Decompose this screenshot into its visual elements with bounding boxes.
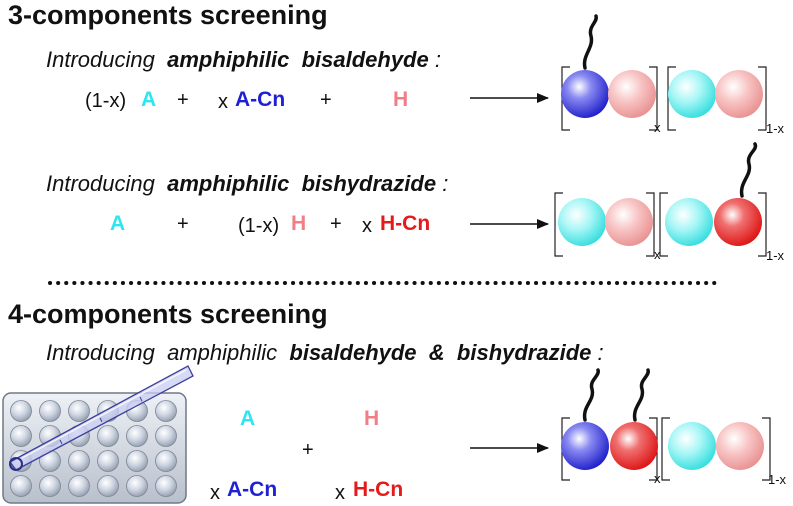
plus-sign: + bbox=[302, 439, 314, 461]
plate-well bbox=[126, 450, 148, 472]
polymer-product-1 bbox=[561, 14, 767, 131]
intro-term: amphiphilic bbox=[167, 171, 290, 196]
intro-prefix: Introducing bbox=[46, 340, 155, 365]
subscript-1-x: 1-x bbox=[768, 472, 787, 487]
plate-well bbox=[126, 475, 148, 497]
intro-term: bisaldehyde bbox=[301, 47, 429, 72]
plate-well bbox=[155, 450, 177, 472]
plate-well bbox=[97, 475, 119, 497]
reagent-A: A bbox=[110, 212, 126, 235]
intro-prefix: Introducing bbox=[46, 47, 155, 72]
plate-well bbox=[155, 425, 177, 447]
polymer-product-2 bbox=[554, 142, 767, 257]
sphere-cyan bbox=[668, 422, 716, 470]
reagent-H: H bbox=[291, 212, 307, 235]
sphere-pink bbox=[715, 70, 763, 118]
sphere-blue bbox=[561, 70, 609, 118]
intro-colon: : bbox=[434, 47, 441, 72]
plate-well bbox=[10, 475, 32, 497]
intro-prefix: Introducing bbox=[46, 171, 155, 196]
sphere-pink bbox=[605, 198, 653, 246]
intro-colon: : bbox=[597, 340, 604, 365]
intro-term: bishydrazide bbox=[456, 340, 592, 365]
intro-ampersand: & bbox=[428, 340, 445, 365]
intro-term: bisaldehyde bbox=[289, 340, 417, 365]
subscript-1-x: 1-x bbox=[766, 248, 785, 263]
heading-3-components: 3-components screening bbox=[8, 0, 328, 30]
intro-colon: : bbox=[442, 171, 449, 196]
plus-sign: + bbox=[177, 89, 189, 111]
plate-well bbox=[39, 475, 61, 497]
plate-well bbox=[68, 475, 90, 497]
sphere-red bbox=[714, 198, 762, 246]
coefficient: x bbox=[362, 215, 372, 237]
intro-line-2: Introducing amphiphilic bishydrazide : bbox=[46, 171, 448, 197]
reagent-H-Cn: H-Cn bbox=[353, 478, 404, 501]
plate-well bbox=[126, 425, 148, 447]
plate-well bbox=[155, 475, 177, 497]
reagent-H: H bbox=[364, 407, 380, 430]
plate-well bbox=[10, 400, 32, 422]
subscript-x: x bbox=[654, 247, 661, 262]
plate-well bbox=[39, 400, 61, 422]
intro-term: amphiphilic bbox=[167, 47, 290, 72]
plate-well bbox=[97, 450, 119, 472]
intro-line-1: Introducing amphiphilic bisaldehyde : bbox=[46, 47, 441, 73]
sphere-pink bbox=[716, 422, 764, 470]
plus-sign: + bbox=[330, 213, 342, 235]
well-plate-illustration bbox=[2, 392, 187, 504]
reagent-H-Cn: H-Cn bbox=[380, 212, 431, 235]
plus-sign: + bbox=[320, 89, 332, 111]
sphere-blue bbox=[561, 422, 609, 470]
coefficient: x bbox=[218, 91, 228, 113]
sphere-cyan bbox=[558, 198, 606, 246]
plate-well bbox=[97, 425, 119, 447]
subscript-1-x: 1-x bbox=[766, 121, 785, 136]
heading-4-components: 4-components screening bbox=[8, 299, 328, 329]
coefficient: (1-x) bbox=[85, 90, 127, 112]
coefficient: x bbox=[335, 482, 345, 504]
sphere-cyan bbox=[665, 198, 713, 246]
reagent-A-Cn: A-Cn bbox=[227, 478, 278, 501]
reagent-A-Cn: A-Cn bbox=[235, 88, 286, 111]
plate-well bbox=[68, 450, 90, 472]
intro-line-3: Introducing amphiphilic bisaldehyde & bi… bbox=[46, 340, 604, 366]
sphere-pink bbox=[608, 70, 656, 118]
subscript-x: x bbox=[654, 120, 661, 135]
coefficient: (1-x) bbox=[238, 215, 280, 237]
plate-well bbox=[155, 400, 177, 422]
plate-well bbox=[10, 425, 32, 447]
coefficient: x bbox=[210, 482, 220, 504]
sphere-red bbox=[610, 422, 658, 470]
sphere-cyan bbox=[668, 70, 716, 118]
intro-plain-term: amphiphilic bbox=[167, 340, 278, 365]
reagent-A: A bbox=[141, 88, 157, 111]
pipette-illustration bbox=[9, 365, 194, 471]
subscript-x: x bbox=[654, 471, 661, 486]
polymer-product-3 bbox=[561, 368, 771, 481]
plus-sign: + bbox=[177, 213, 189, 235]
plate-well bbox=[68, 400, 90, 422]
reagent-H: H bbox=[393, 88, 409, 111]
reagent-A: A bbox=[240, 407, 256, 430]
intro-term: bishydrazide bbox=[301, 171, 437, 196]
